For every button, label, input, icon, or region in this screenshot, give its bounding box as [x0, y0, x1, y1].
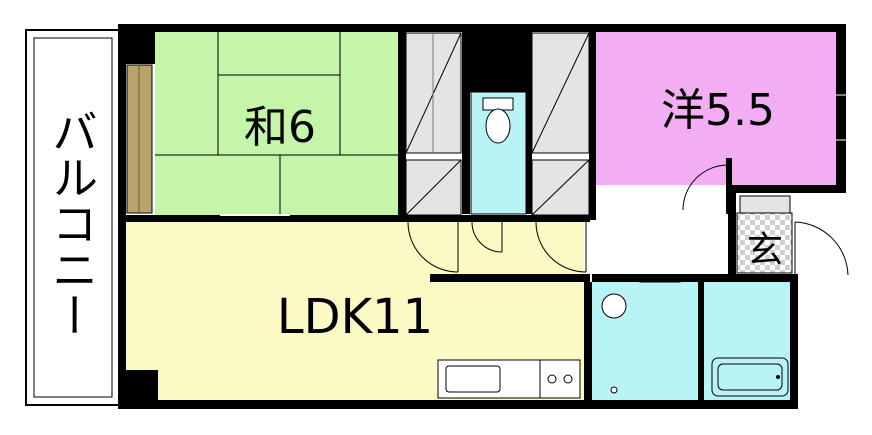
room-youshitsu: 洋5.5 — [596, 32, 836, 185]
stove-burner-1 — [547, 374, 557, 384]
balcony-outline — [25, 29, 121, 406]
toilet-bowl — [485, 108, 511, 144]
ldk-label: LDK11 — [277, 289, 433, 345]
entrance-floor — [736, 212, 793, 274]
bathroom — [703, 282, 790, 400]
toilet-room — [470, 91, 527, 215]
entrance: 玄 — [736, 195, 849, 276]
toilet-tank — [482, 97, 514, 111]
balcony-inner-outline — [33, 37, 113, 398]
washitsu-label: 和6 — [244, 102, 316, 153]
youshitsu-floor — [596, 32, 836, 185]
walls — [118, 24, 846, 32]
entrance-label: 玄 — [747, 230, 783, 271]
entrance-door-swing — [794, 221, 849, 276]
bathtub — [711, 357, 789, 397]
wash-room — [592, 275, 698, 400]
interior-doors — [407, 221, 587, 273]
hallway — [590, 222, 740, 274]
room-washitsu: 和6 — [155, 32, 405, 215]
balcony: バルコニー — [25, 29, 121, 406]
youshitsu-door-swing — [682, 164, 729, 211]
sink — [445, 365, 501, 393]
stove-burner-2 — [563, 374, 573, 384]
washbasin — [601, 293, 627, 319]
kitchen-counter — [437, 359, 581, 399]
balcony-label: バルコニー — [45, 108, 99, 338]
youshitsu-label: 洋5.5 — [661, 85, 775, 136]
closets — [405, 32, 590, 216]
